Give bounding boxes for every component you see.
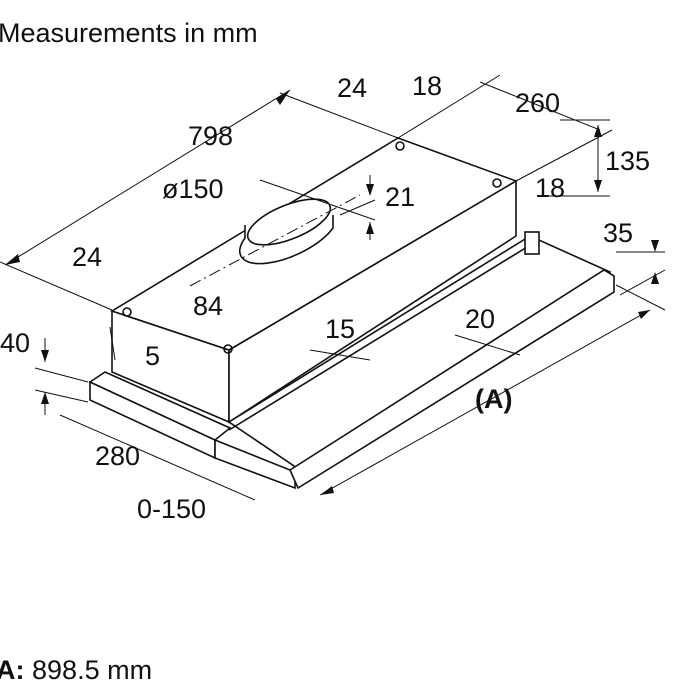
drawer-front	[214, 438, 296, 490]
dim-handle: 20	[465, 304, 495, 334]
dim-right-offset: 18	[535, 173, 565, 203]
drawer-rail	[228, 243, 533, 431]
drawer-tray	[227, 235, 612, 471]
dim-top-right-offset: 18	[412, 71, 442, 101]
dim-base-height: 40	[0, 328, 30, 358]
drawer-bracket	[524, 231, 540, 255]
duct-collar	[189, 194, 361, 287]
dim-base-depth: 280	[95, 441, 140, 471]
footer-note: A: 898.5 mm	[0, 655, 152, 686]
base-plate-top	[88, 371, 232, 441]
dim-height: 135	[605, 146, 650, 176]
diagram-title: Measurements in mm	[0, 18, 258, 48]
dim-side-gap: 5	[145, 341, 160, 371]
dim-width: 798	[188, 121, 233, 151]
dim-depth: 260	[515, 88, 560, 118]
dim-duct-position: 84	[193, 291, 223, 321]
dim-top-offset: 24	[337, 73, 367, 103]
footer-value: 898.5 mm	[32, 655, 153, 685]
dim-left-offset: 24	[72, 242, 102, 272]
footer-label: A:	[0, 655, 25, 685]
screw-icons	[122, 141, 502, 354]
dim-drawer-height: 35	[603, 218, 633, 248]
dim-rail: 15	[325, 314, 355, 344]
dimension-lines	[0, 74, 666, 501]
dim-a-marker: (A)	[475, 384, 512, 414]
drawer-handle	[288, 269, 615, 490]
dimension-arrows	[5, 90, 659, 495]
dim-duct-offset: 21	[385, 182, 415, 212]
dim-extension: 0-150	[137, 494, 206, 524]
dim-duct-diameter: ø150	[162, 174, 224, 204]
